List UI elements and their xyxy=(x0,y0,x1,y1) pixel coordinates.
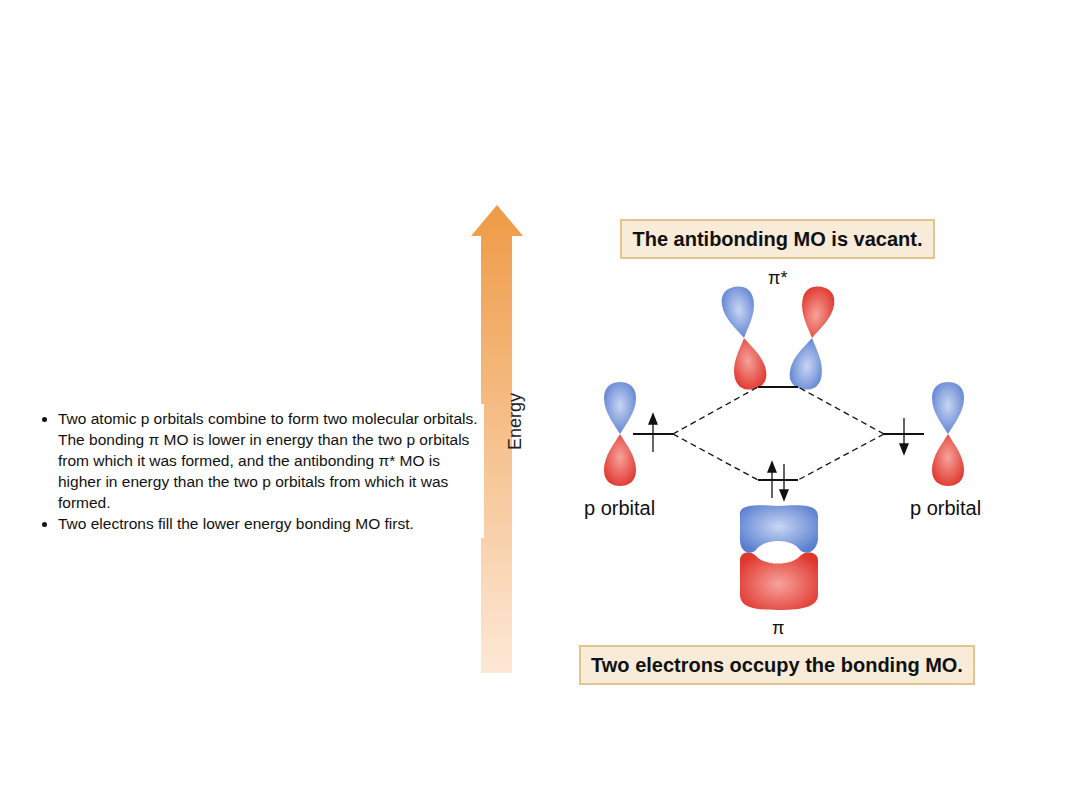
bullet-note: Two electrons fill the lower energy bond… xyxy=(58,513,480,534)
callout-box: The antibonding MO is vacant. xyxy=(620,219,935,259)
orbital-label: p orbital xyxy=(910,497,981,520)
callout-text: Two electrons occupy the bonding MO. xyxy=(591,654,963,677)
orbital-label: p orbital xyxy=(584,497,655,520)
orbital-label: π xyxy=(772,618,784,639)
callout-box: Two electrons occupy the bonding MO. xyxy=(579,645,975,685)
bullet-note: Two atomic p orbitals combine to form tw… xyxy=(58,408,480,513)
orbital-label: π* xyxy=(768,268,787,289)
callout-text: The antibonding MO is vacant. xyxy=(632,228,922,251)
note-list: Two atomic p orbitals combine to form tw… xyxy=(36,404,484,538)
axis-label: Energy xyxy=(505,393,526,450)
